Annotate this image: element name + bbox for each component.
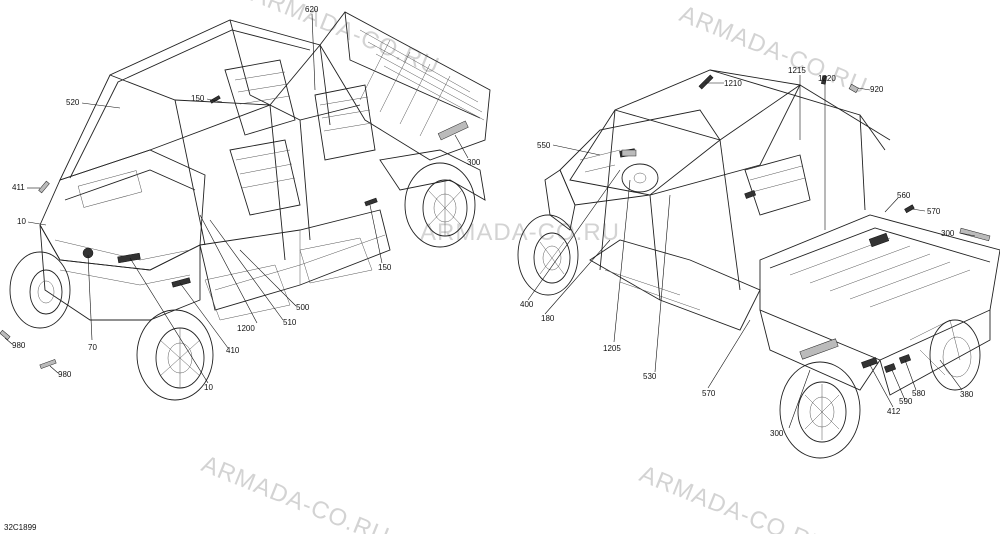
callout-590: 590 bbox=[899, 397, 913, 406]
callout-150-top: 150 bbox=[191, 94, 205, 103]
callout-500: 500 bbox=[296, 303, 310, 312]
diagram-code: 32C1899 bbox=[4, 523, 37, 532]
right-callouts: 1215 1220 1210 920 550 560 570 300 400 1… bbox=[520, 66, 974, 438]
callout-510: 510 bbox=[283, 318, 297, 327]
callout-530: 530 bbox=[643, 372, 657, 381]
callout-570-top: 570 bbox=[927, 207, 941, 216]
callout-10-front: 10 bbox=[17, 217, 26, 226]
callout-70: 70 bbox=[88, 343, 97, 352]
callout-620: 620 bbox=[305, 5, 319, 14]
callout-150-side: 150 bbox=[378, 263, 392, 272]
callout-580: 580 bbox=[912, 389, 926, 398]
callout-1200: 1200 bbox=[237, 324, 255, 333]
callout-1220: 1220 bbox=[818, 74, 836, 83]
right-leader-lines bbox=[527, 75, 976, 429]
callout-1205: 1205 bbox=[603, 344, 621, 353]
callout-570-bottom: 570 bbox=[702, 389, 716, 398]
callout-1210: 1210 bbox=[724, 79, 742, 88]
callout-380: 380 bbox=[960, 390, 974, 399]
callout-300-left: 300 bbox=[467, 158, 481, 167]
callout-920: 920 bbox=[870, 85, 884, 94]
callout-412: 412 bbox=[887, 407, 901, 416]
callout-980-upper: 980 bbox=[12, 341, 26, 350]
callout-980-lower: 980 bbox=[58, 370, 72, 379]
callout-520: 520 bbox=[66, 98, 80, 107]
left-vehicle-illustration bbox=[0, 11, 491, 401]
watermark: ARMADA-CO.RU bbox=[636, 461, 832, 534]
left-callouts: 620 520 150 411 10 70 980 980 1200 510 5… bbox=[12, 5, 481, 392]
callout-410: 410 bbox=[226, 346, 240, 355]
right-vehicle-illustration bbox=[517, 69, 1000, 459]
watermark: ARMADA-CO.RU bbox=[198, 451, 394, 534]
left-leader-lines bbox=[4, 13, 469, 384]
callout-180: 180 bbox=[541, 314, 555, 323]
callout-1215: 1215 bbox=[788, 66, 806, 75]
callout-411: 411 bbox=[12, 183, 25, 192]
callout-560: 560 bbox=[897, 191, 911, 200]
callout-300-bed: 300 bbox=[941, 229, 955, 238]
callout-400: 400 bbox=[520, 300, 534, 309]
callout-550: 550 bbox=[537, 141, 551, 150]
callout-10-lower: 10 bbox=[204, 383, 213, 392]
callout-300-wheel: 300 bbox=[770, 429, 784, 438]
